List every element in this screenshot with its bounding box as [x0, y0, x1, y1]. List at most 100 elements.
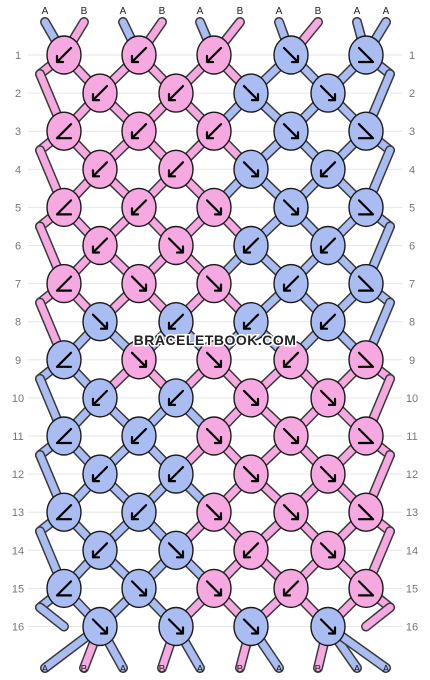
knot-direction-arrow-icon	[91, 313, 109, 330]
knot	[46, 492, 82, 532]
knot-direction-arrow-icon	[167, 542, 185, 559]
knot	[233, 149, 269, 190]
knot-direction-arrow-icon	[242, 618, 260, 635]
knot-direction-arrow-icon	[282, 123, 300, 140]
knots	[46, 35, 384, 647]
knot	[233, 378, 269, 418]
knot	[46, 416, 82, 456]
knot	[158, 73, 194, 113]
strand-label-bottom: B	[159, 664, 166, 675]
knot-direction-arrow-icon	[205, 351, 223, 368]
knot	[348, 263, 384, 304]
strand-label-top: A	[276, 6, 283, 17]
row-label-right: 8	[409, 317, 415, 329]
knot-direction-arrow-icon	[242, 389, 260, 406]
knot	[310, 454, 346, 494]
strand-label-bottom: A	[276, 664, 283, 675]
knot-direction-arrow-icon	[282, 46, 300, 64]
knot	[158, 530, 194, 570]
knot	[233, 606, 269, 647]
knot-direction-arrow-icon	[357, 427, 375, 445]
knot	[348, 340, 384, 380]
row-label-left: 9	[15, 355, 21, 367]
knot-direction-arrow-icon	[167, 618, 185, 635]
knot	[310, 149, 346, 190]
knot-direction-arrow-icon	[205, 504, 223, 521]
strand-label-bottom: A	[42, 664, 49, 675]
knot	[233, 225, 269, 266]
strand-label-bottom: A	[354, 664, 361, 675]
knot-direction-arrow-icon	[55, 123, 73, 140]
knot	[196, 187, 232, 228]
knot	[273, 187, 309, 228]
knot-direction-arrow-icon	[91, 85, 109, 102]
row-label-left: 5	[15, 202, 21, 214]
knot-direction-arrow-icon	[357, 123, 375, 140]
knot-direction-arrow-icon	[282, 351, 300, 368]
knot-direction-arrow-icon	[167, 466, 185, 483]
knot	[273, 35, 309, 75]
knot-direction-arrow-icon	[319, 618, 337, 635]
knot-direction-arrow-icon	[282, 275, 300, 292]
knot	[82, 378, 118, 418]
row-label-right: 15	[406, 583, 418, 595]
strand-label-top: B	[81, 6, 88, 17]
knot-direction-arrow-icon	[319, 313, 337, 330]
knot-direction-arrow-icon	[357, 580, 375, 597]
knot-direction-arrow-icon	[130, 351, 148, 368]
knot	[121, 35, 157, 75]
knot	[273, 416, 309, 456]
knot	[273, 263, 309, 304]
knot	[273, 340, 309, 380]
knot	[121, 416, 157, 456]
knot-direction-arrow-icon	[167, 313, 185, 330]
knot-direction-arrow-icon	[91, 542, 109, 559]
knot	[348, 35, 384, 75]
knot-direction-arrow-icon	[282, 504, 300, 521]
knot	[121, 111, 157, 151]
knot	[82, 454, 118, 494]
knot-direction-arrow-icon	[319, 161, 337, 178]
knot-direction-arrow-icon	[242, 542, 260, 559]
knot	[82, 73, 118, 113]
strand-label-top: B	[237, 6, 244, 17]
knot	[310, 225, 346, 266]
knot-direction-arrow-icon	[242, 237, 260, 254]
strand-label-bottom: B	[237, 664, 244, 675]
knot	[158, 606, 194, 647]
knot-direction-arrow-icon	[242, 161, 260, 178]
knot	[121, 492, 157, 532]
knot-direction-arrow-icon	[130, 427, 148, 445]
knot	[348, 416, 384, 456]
row-label-left: 13	[12, 507, 24, 519]
knot	[82, 225, 118, 266]
strand-label-top: A	[42, 6, 49, 17]
row-label-left: 11	[12, 431, 23, 443]
knot-direction-arrow-icon	[282, 580, 300, 597]
row-label-left: 4	[15, 164, 21, 176]
strand-label-bottom: A	[120, 664, 127, 675]
knot-direction-arrow-icon	[319, 466, 337, 483]
knot-direction-arrow-icon	[357, 199, 375, 216]
strand-label-top: B	[315, 6, 322, 17]
knot	[196, 568, 232, 609]
knot-direction-arrow-icon	[205, 123, 223, 140]
knot-direction-arrow-icon	[130, 275, 148, 292]
knot-direction-arrow-icon	[242, 85, 260, 102]
row-label-right: 4	[409, 164, 415, 176]
knot-direction-arrow-icon	[205, 46, 223, 64]
knot-direction-arrow-icon	[91, 237, 109, 254]
strand-label-bottom: A	[383, 664, 390, 675]
row-label-left: 16	[12, 622, 24, 634]
knot	[233, 73, 269, 113]
knot-direction-arrow-icon	[357, 504, 375, 521]
knot-direction-arrow-icon	[282, 427, 300, 445]
knot	[46, 263, 82, 304]
knot	[158, 454, 194, 494]
knot-direction-arrow-icon	[130, 580, 148, 597]
row-label-left: 3	[15, 126, 21, 138]
knot-direction-arrow-icon	[242, 466, 260, 483]
knot	[46, 187, 82, 228]
knot	[273, 568, 309, 609]
